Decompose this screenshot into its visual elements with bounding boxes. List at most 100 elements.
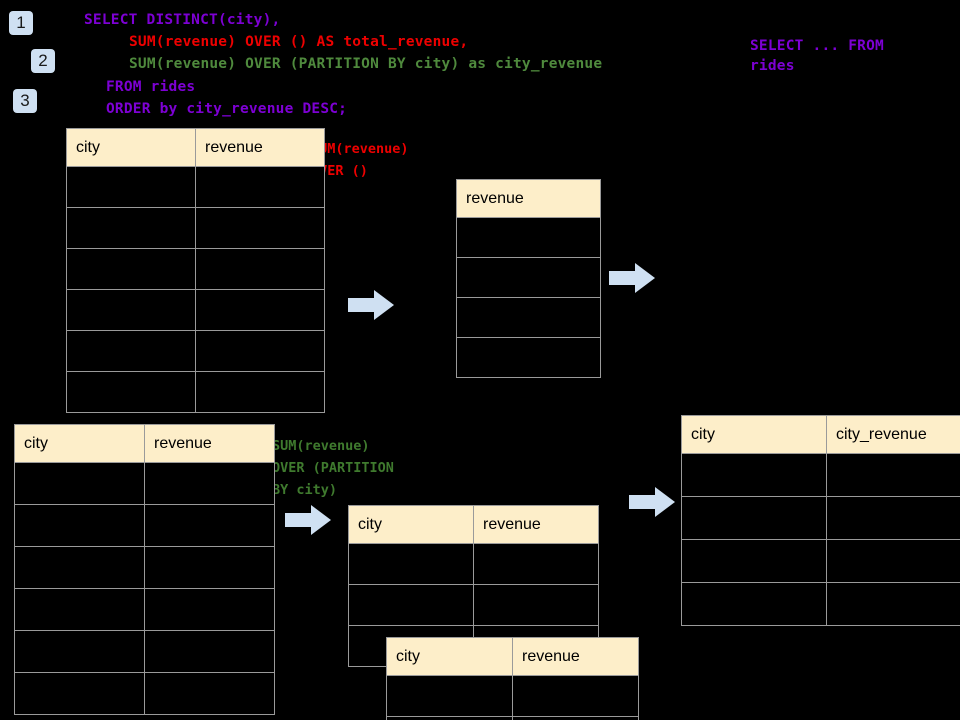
step-badge-3: 3 (13, 89, 37, 113)
cell-city (681, 539, 827, 583)
table-row (66, 207, 325, 249)
cell-revenue (144, 630, 275, 673)
cell-revenue (144, 588, 275, 631)
cell-revenue (512, 716, 639, 720)
table-partition-front: city revenue (386, 637, 639, 720)
table-row (66, 330, 325, 372)
cell-city (66, 289, 196, 331)
cell-revenue (144, 672, 275, 715)
header-city-revenue: city_revenue (826, 415, 960, 454)
cell-revenue (195, 289, 325, 331)
arrow-partition-to-result (629, 487, 675, 517)
table-total-revenue: revenue (456, 179, 601, 378)
cell-city-revenue (826, 582, 960, 626)
table-row (456, 337, 601, 378)
table-header-row: city revenue (348, 505, 599, 544)
arrow-source-to-partition (285, 505, 331, 535)
cell-city (348, 543, 474, 585)
sql-line-from: FROM rides (106, 79, 196, 95)
side-note-line-2: rides (750, 58, 795, 74)
table-row (14, 546, 275, 589)
table-result: city city_revenue (681, 415, 960, 626)
header-city: city (386, 637, 513, 676)
sql-line-total-revenue: SUM(revenue) OVER () AS total_revenue, (129, 34, 469, 50)
cell-city (66, 371, 196, 413)
table-row (386, 716, 639, 720)
cell-city (681, 453, 827, 497)
table-header-row: city revenue (386, 637, 639, 676)
cell-city (386, 675, 513, 717)
arrow-head (635, 263, 655, 293)
cell-city (14, 588, 145, 631)
table-row (348, 543, 599, 585)
table-row (14, 630, 275, 673)
annotation-sum-over-partition-line-2: OVER (PARTITION (272, 460, 394, 476)
cell-city (386, 716, 513, 720)
cell-city (348, 584, 474, 626)
arrow-source-to-total (348, 290, 394, 320)
header-city: city (14, 424, 145, 463)
cell-city (66, 166, 196, 208)
table-row (66, 289, 325, 331)
table-header-row: city revenue (14, 424, 275, 463)
cell-revenue (144, 546, 275, 589)
table-row (681, 453, 960, 497)
cell-city (14, 672, 145, 715)
cell-city (14, 462, 145, 505)
cell-revenue (195, 330, 325, 372)
cell-city (14, 630, 145, 673)
cell-revenue (195, 371, 325, 413)
header-city: city (681, 415, 827, 454)
annotation-sum-over-partition-line-3: BY city) (272, 482, 338, 498)
step-badge-2: 2 (31, 49, 55, 73)
table-header-row: city revenue (66, 128, 325, 167)
table-row (66, 248, 325, 290)
cell-revenue (456, 297, 601, 338)
arrow-total-to-result (609, 263, 655, 293)
cell-revenue (512, 675, 639, 717)
header-revenue: revenue (195, 128, 325, 167)
cell-revenue (456, 217, 601, 258)
cell-city (66, 207, 196, 249)
arrow-shaft (629, 495, 657, 509)
step-badge-1: 1 (9, 11, 33, 35)
table-header-row: city city_revenue (681, 415, 960, 454)
table-source-bottom: city revenue (14, 424, 275, 715)
cell-revenue (456, 257, 601, 298)
cell-revenue (195, 166, 325, 208)
table-row (456, 217, 601, 258)
side-note-line-1: SELECT ... FROM (750, 38, 884, 54)
cell-city-revenue (826, 539, 960, 583)
table-row (14, 504, 275, 547)
table-source-top: city revenue (66, 128, 325, 413)
arrow-head (655, 487, 675, 517)
sql-line-select: SELECT DISTINCT(city), (84, 12, 281, 28)
cell-revenue (473, 584, 599, 626)
arrow-shaft (285, 513, 313, 527)
arrow-head (311, 505, 331, 535)
cell-revenue (144, 462, 275, 505)
header-revenue: revenue (144, 424, 275, 463)
table-row (386, 675, 639, 717)
table-row (456, 257, 601, 298)
cell-city (681, 582, 827, 626)
cell-city-revenue (826, 496, 960, 540)
cell-city (14, 504, 145, 547)
annotation-sum-over-empty-line-1: SUM(revenue) (311, 141, 409, 157)
header-city: city (66, 128, 196, 167)
cell-revenue (195, 248, 325, 290)
header-revenue: revenue (512, 637, 639, 676)
header-revenue: revenue (473, 505, 599, 544)
table-row (14, 672, 275, 715)
sql-line-city-revenue: SUM(revenue) OVER (PARTITION BY city) as… (129, 56, 603, 72)
arrow-shaft (348, 298, 376, 312)
cell-revenue (456, 337, 601, 378)
table-row (681, 582, 960, 626)
table-row (66, 371, 325, 413)
cell-city-revenue (826, 453, 960, 497)
table-row (14, 462, 275, 505)
sql-line-order-by: ORDER by city_revenue DESC; (106, 101, 348, 117)
table-row (66, 166, 325, 208)
table-row (681, 496, 960, 540)
